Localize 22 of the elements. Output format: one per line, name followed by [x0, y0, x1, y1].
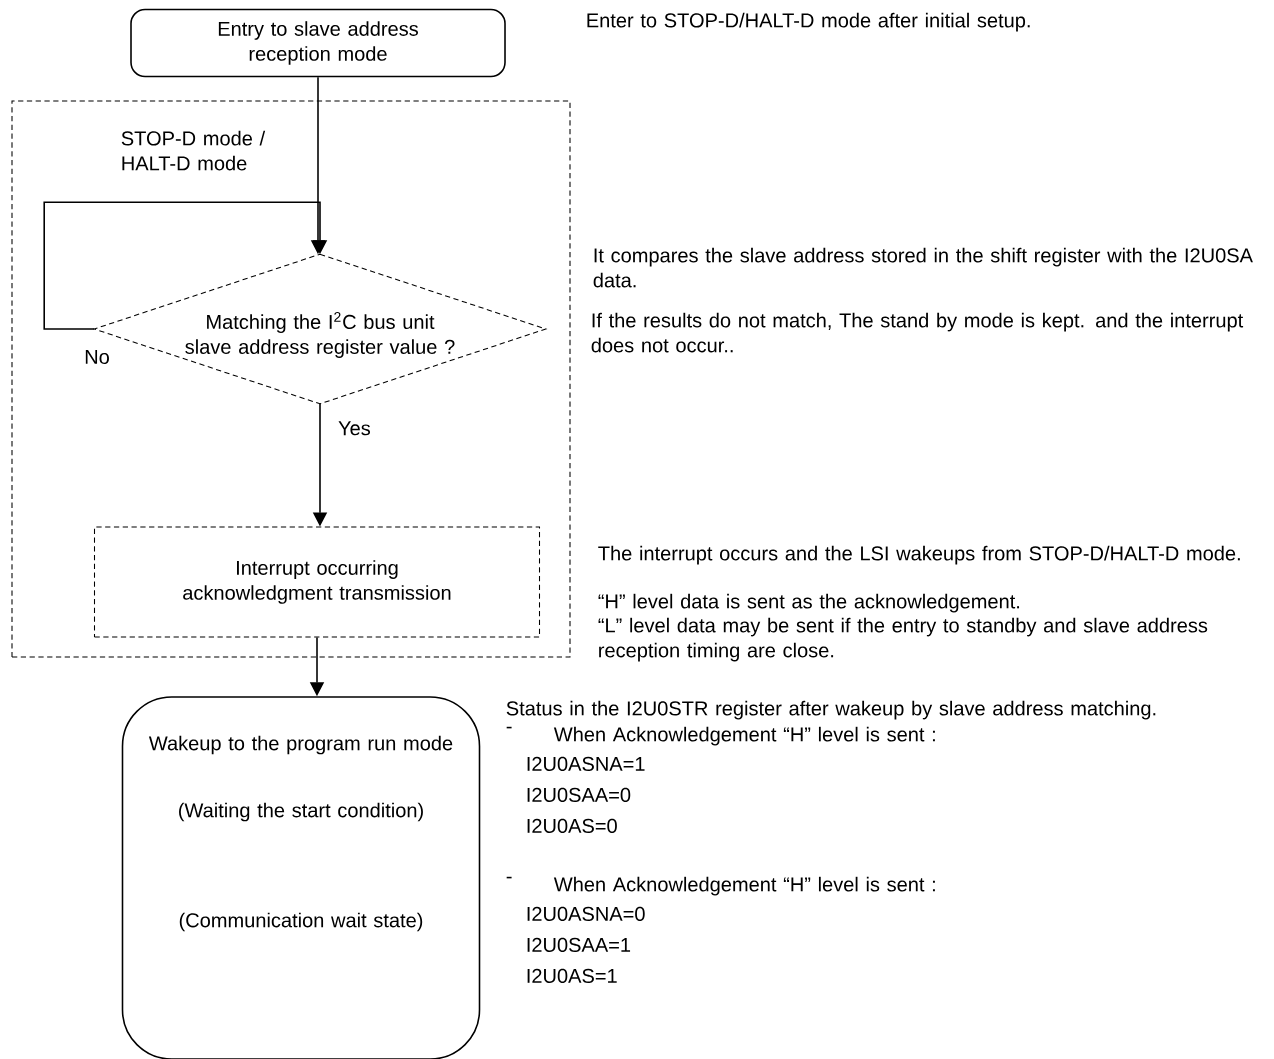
bullet-dash: -: [506, 876, 512, 879]
note-text: I2U0AS=1: [527, 968, 617, 983]
note-text: The interrupt occurs and the LSI wakeups from STOP-D/HALT-D mode.: [598, 545, 1240, 565]
start-box: Entry to slave address reception mode: [130, 8, 506, 78]
edge-label: Yes: [336, 419, 373, 438]
note-text: If the results do not match, The stand by mode is kept. and the interrupt does not occur..: [591, 312, 1244, 353]
note-text: I2U0SAA=1: [527, 937, 631, 952]
note-text: Status in the I2U0STR register after wakeup by slave address matching.: [506, 700, 1156, 720]
note-text: “L” level data may be sent if the entry to standby and slave address reception timing are close.: [598, 617, 1208, 662]
note-text: I2U0SAA=0: [527, 787, 631, 802]
state-box: Wakeup to the program run mode (Waiting the start condition) (Communication wait state): [121, 696, 481, 1059]
note-text: I2U0AS=0: [527, 818, 617, 833]
arrow: [43, 201, 328, 330]
process-box: Interrupt occurring acknowledgment transmission: [93, 526, 541, 638]
note-text: It compares the slave address stored in the shift register with the I2U0SA data.: [593, 247, 1253, 288]
note-text: I2U0ASNA=0: [527, 906, 645, 921]
bullet-dash: -: [506, 726, 512, 729]
note-text: When Acknowledgement “H” level is sent :: [553, 876, 935, 896]
note-text: Enter to STOP-D/HALT-D mode after initial setup.: [587, 12, 1030, 32]
note-text: “H” level data is sent as the acknowledgement.: [598, 593, 1020, 613]
note-text: I2U0ASNA=1: [527, 756, 645, 771]
note-text: When Acknowledgement “H” level is sent :: [553, 726, 935, 746]
